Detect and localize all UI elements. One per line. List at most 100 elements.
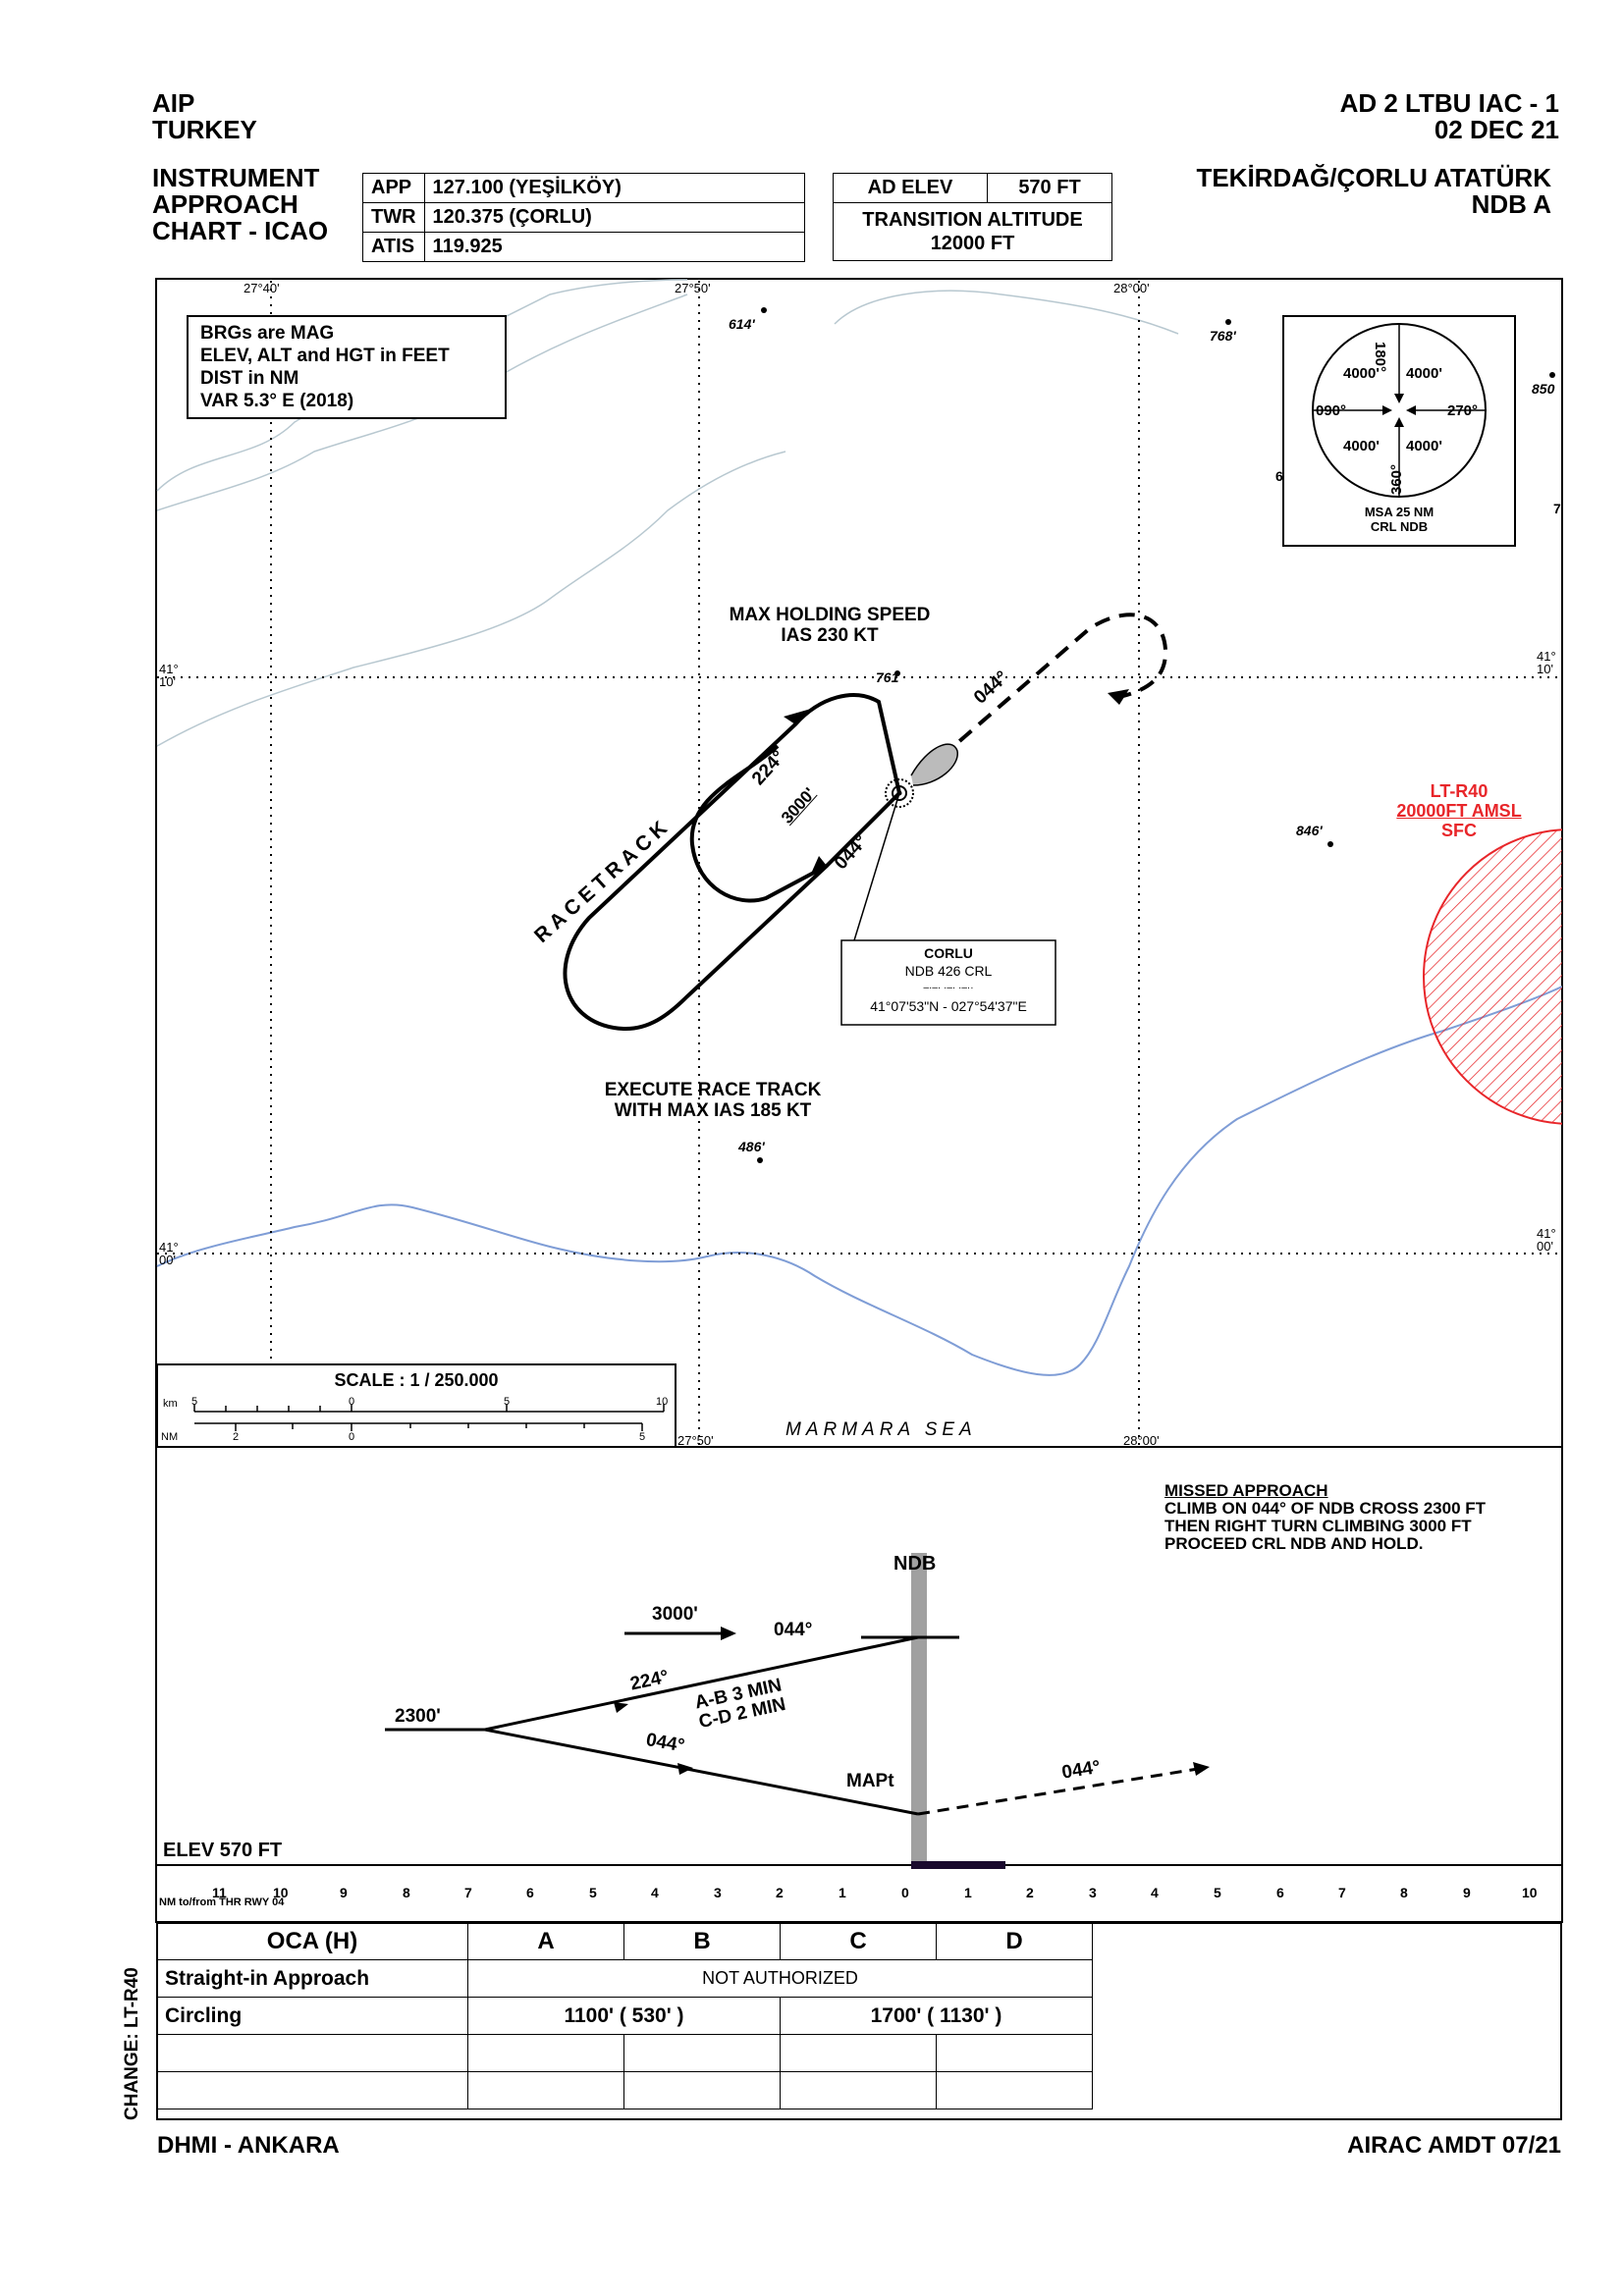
restricted-area-name: LT-R40 — [1430, 781, 1489, 801]
lon-label-27-50: 27°50' — [675, 281, 711, 295]
holding-arrow — [1108, 689, 1129, 705]
distance-tick-label: 2 — [1026, 1885, 1034, 1900]
note-line: VAR 5.3° E (2018) — [200, 391, 354, 411]
profile-ndb-label: NDB — [893, 1553, 937, 1575]
note-line: DIST in NM — [200, 368, 299, 389]
ndb-symbol — [885, 778, 914, 808]
minima-header-cat-b: B — [623, 1922, 781, 1960]
distance-tick-label: 7 — [1338, 1885, 1346, 1900]
spot-height-dot — [757, 1157, 763, 1163]
minima-header-row: OCA (H) A B C D — [156, 1922, 1093, 1960]
chart-title-line: CHART - ICAO — [152, 216, 329, 245]
notes-box — [187, 315, 507, 419]
racetrack-speed-line: WITH MAX IAS 185 KT — [614, 1100, 812, 1121]
minima-row-circling: Circling 1100' ( 530' ) 1700' ( 1130' ) — [156, 1997, 1093, 2035]
final-approach-leg — [484, 1728, 919, 1816]
missed-approach-line: THEN RIGHT TURN CLIMBING 3000 FT — [1164, 1517, 1472, 1535]
distance-tick-label: 4 — [1151, 1885, 1159, 1900]
spot-height-dot — [761, 307, 767, 313]
spot-height: 850 — [1532, 381, 1555, 397]
chart-title-line: APPROACH — [152, 189, 298, 219]
terrain-contour — [156, 451, 786, 747]
lat-label-41-10-right: 41°10' — [1537, 650, 1556, 675]
distance-tick-label: 9 — [1463, 1885, 1471, 1900]
distance-tick-label: 10 — [273, 1885, 289, 1900]
terrain-contour — [156, 294, 688, 511]
msa-value-sw: 4000' — [1343, 438, 1380, 454]
minima-row-empty — [156, 2034, 1093, 2072]
spot-height: 486' — [738, 1139, 765, 1154]
transition-altitude-value: 12000 FT — [930, 233, 1015, 254]
minima-circling-label: Circling — [156, 1997, 468, 2035]
lat-min: 00' — [1537, 1239, 1553, 1254]
freq-value: 119.925 — [423, 232, 805, 262]
spot-height: 614' — [729, 316, 755, 332]
terrain-contour — [834, 290, 1179, 335]
procedure-name: NDB A — [1471, 189, 1551, 219]
distance-tick-label: 5 — [589, 1885, 597, 1900]
lat-min: 10' — [1537, 662, 1553, 676]
coastline — [156, 986, 1562, 1376]
lat-deg: 41° — [1537, 649, 1556, 664]
ad-elev-label: AD ELEV — [833, 173, 988, 203]
freq-value: 120.375 (ÇORLU) — [423, 202, 805, 233]
distance-tick-label: 3 — [714, 1885, 722, 1900]
holding-speed-note: MAX HOLDING SPEED IAS 230 KT — [707, 605, 952, 646]
lon-label-28-00: 28°00' — [1113, 281, 1150, 295]
lat-label-41-10-left: 41°10' — [159, 663, 179, 688]
scale-nm-label: NM — [161, 1431, 179, 1443]
distance-tick-label: 6 — [526, 1885, 534, 1900]
navaid-ident: NDB 426 CRL — [904, 963, 993, 979]
ndb-position-bar — [911, 1553, 927, 1865]
transition-altitude-label: TRANSITION ALTITUDE — [862, 209, 1083, 231]
airport-block: TEKİRDAĞ/ÇORLU ATATÜRK NDB A — [1196, 165, 1551, 218]
distance-scale: 11 10 9 8 7 6 5 4 3 2 1 0 1 2 3 4 5 6 7 … — [157, 1867, 1561, 1908]
missed-approach-text: MISSED APPROACH CLIMB ON 044° OF NDB CRO… — [1164, 1482, 1486, 1553]
lon-label-bottom-28-00: 28°00' — [1123, 1433, 1160, 1448]
profile-altitude-3000: 3000' — [652, 1604, 698, 1625]
restricted-area-upper: 20000FT AMSL — [1396, 801, 1522, 821]
msa-value-se: 4000' — [1406, 438, 1442, 454]
edge-mark: 7 — [1553, 501, 1561, 516]
missed-approach-line: CLIMB ON 044° OF NDB CROSS 2300 FT — [1164, 1499, 1487, 1518]
transition-altitude: TRANSITION ALTITUDE 12000 FT — [833, 202, 1112, 261]
inbound-leg — [484, 1635, 919, 1732]
missed-approach-title: MISSED APPROACH — [1164, 1481, 1328, 1500]
msa-bearing-360: 360° — [1388, 463, 1405, 495]
minima-straight-in-label: Straight-in Approach — [156, 1959, 468, 1998]
scale-km-tick: 0 — [349, 1396, 355, 1408]
distance-tick-label: 0 — [901, 1885, 909, 1900]
msa-caption-line: MSA 25 NM — [1364, 505, 1435, 519]
distance-tick-label: 10 — [1522, 1885, 1538, 1900]
spot-height: 761 — [876, 669, 899, 685]
spot-height: 846' — [1296, 823, 1323, 838]
distance-caption: NM to/from THR RWY 04 — [159, 1896, 285, 1908]
scale-title: SCALE : 1 / 250.000 — [334, 1370, 499, 1390]
lat-min: 00' — [159, 1253, 176, 1267]
minima-circling-ab: 1100' ( 530' ) — [467, 1997, 781, 2035]
freq-label: ATIS — [362, 232, 425, 262]
note-line: ELEV, ALT and HGT in FEET — [200, 346, 450, 366]
minima-row-straight-in: Straight-in Approach NOT AUTHORIZED — [156, 1959, 1093, 1998]
outbound-arrow-head — [721, 1627, 736, 1640]
lat-deg: 41° — [159, 662, 179, 676]
scale-nm-tick: 5 — [639, 1431, 646, 1443]
msa-bearing-270: 270° — [1447, 402, 1479, 419]
ndb-symbol-ring — [892, 785, 907, 801]
minima-straight-in-value: NOT AUTHORIZED — [467, 1959, 1093, 1998]
chart-notes: BRGs are MAG ELEV, ALT and HGT in FEET D… — [200, 322, 450, 412]
scale-km-tick: 10 — [656, 1396, 669, 1408]
lat-label-41-00-left: 41°00' — [159, 1241, 179, 1266]
distance-tick-label: 3 — [1089, 1885, 1097, 1900]
scale-km-label: km — [163, 1398, 178, 1410]
racetrack-inner — [689, 744, 901, 903]
scale-nm-tick: 2 — [233, 1431, 240, 1443]
page-reference: AD 2 LTBU IAC - 1 02 DEC 21 — [1340, 90, 1559, 143]
msa-bearing-180: 180° — [1372, 342, 1388, 373]
runway-symbol — [910, 743, 958, 786]
distance-tick-label: 11 — [212, 1885, 227, 1900]
